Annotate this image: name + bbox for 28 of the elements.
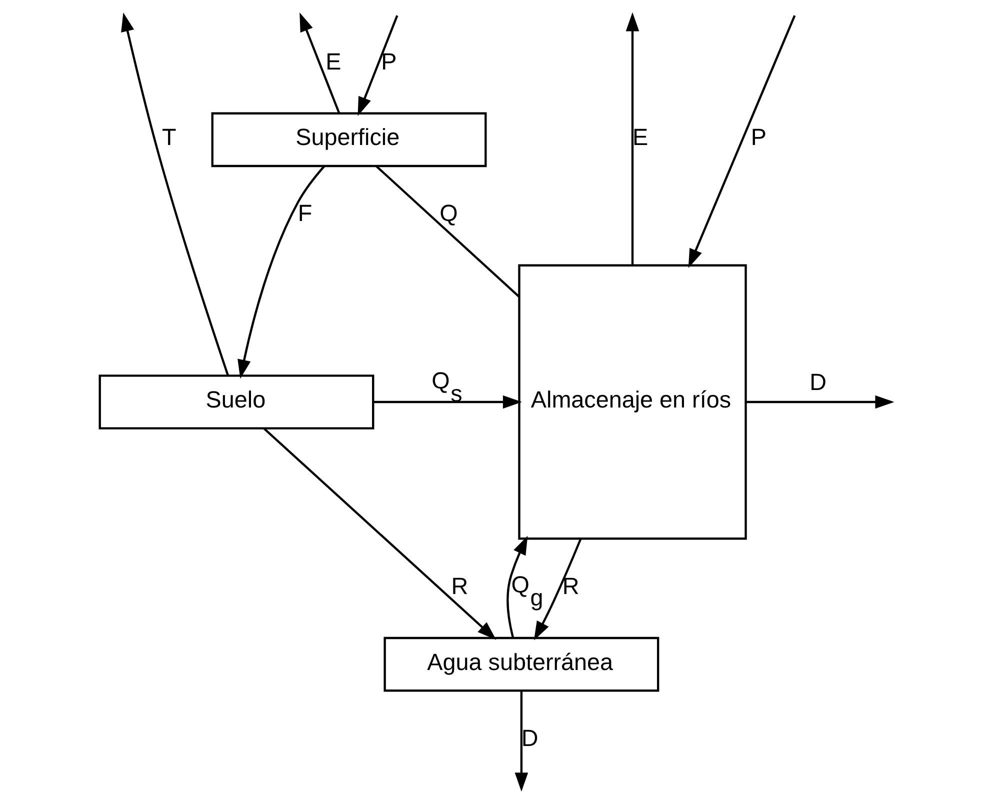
node-box: Almacenaje en ríos <box>518 264 746 540</box>
arrow <box>357 15 398 116</box>
arrow <box>745 395 894 409</box>
arrow <box>120 12 228 376</box>
arrow <box>533 538 582 640</box>
edge-label: E <box>632 124 648 150</box>
arrow <box>372 395 522 409</box>
arrow <box>625 12 639 265</box>
arrow <box>262 428 496 640</box>
arrow <box>688 15 796 268</box>
edge-label: Q <box>439 200 458 226</box>
edge-label: F <box>297 200 312 226</box>
node-box: Superficie <box>210 112 486 168</box>
edge-label: R <box>450 572 468 599</box>
connector <box>374 165 520 298</box>
arrow <box>506 536 528 638</box>
edge-label: T <box>161 124 176 150</box>
edge-label: E <box>325 48 341 74</box>
edge-label: D <box>520 724 538 751</box>
edge-label: P <box>380 48 396 74</box>
arrow <box>299 12 340 114</box>
arrow <box>237 166 324 379</box>
edge-label: D <box>809 369 826 396</box>
arrow <box>514 691 528 792</box>
node-box: Agua subterránea <box>383 636 659 692</box>
node-box: Suelo <box>98 374 374 430</box>
edge-label: P <box>750 124 766 150</box>
edge-label: R <box>562 572 579 599</box>
